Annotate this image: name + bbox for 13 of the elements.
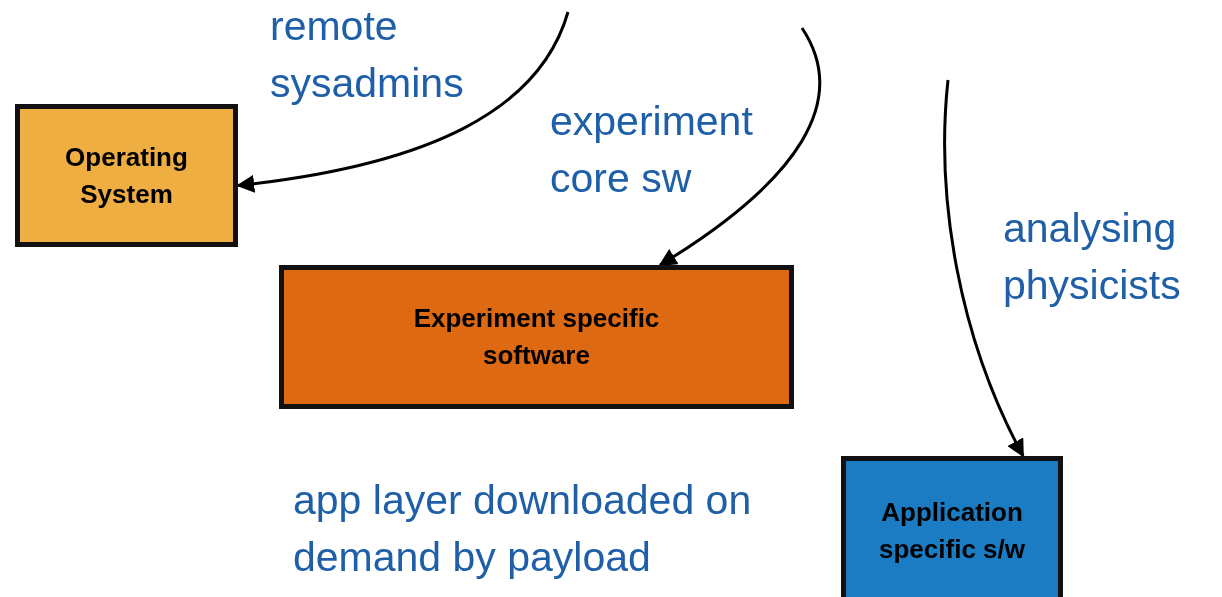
note-text: app layer downloaded on demand by payload	[293, 476, 753, 582]
layer-box	[15, 104, 238, 247]
arrow	[658, 27, 822, 267]
edge-label: remote sysadmins	[270, 2, 465, 108]
layer-box	[279, 265, 794, 409]
edge-label: analysing physicists	[1003, 204, 1182, 310]
edge-label: experiment core sw	[550, 97, 754, 203]
arrow	[943, 79, 1025, 458]
layer-box	[841, 456, 1063, 597]
arrow	[236, 11, 570, 193]
box-label: Application specific s/w	[878, 496, 1026, 566]
box-label: Operating System	[64, 140, 189, 211]
box-label: Experiment specific software	[412, 302, 661, 372]
